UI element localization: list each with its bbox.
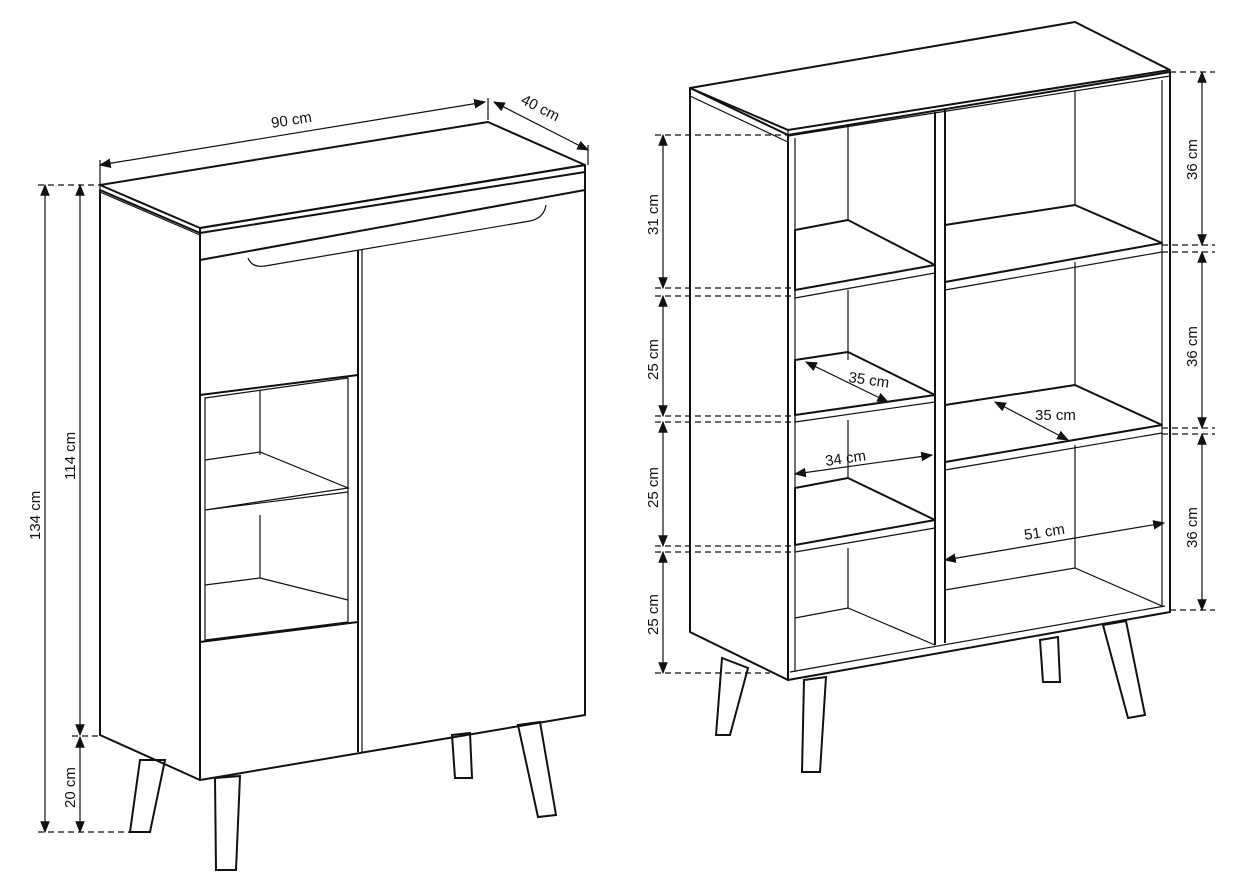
leg — [516, 720, 558, 819]
depth-label: 40 cm — [518, 91, 562, 125]
shelf-dimensions: 31 cm 25 cm 25 cm 25 cm 36 cm 36 cm 36 c… — [645, 70, 1215, 675]
open-bookshelf — [689, 21, 1171, 773]
leg — [213, 774, 242, 871]
depth-right-label: 35 cm — [1035, 407, 1076, 424]
right-height-label: 36 cm — [1184, 139, 1201, 180]
left-height-label: 25 cm — [645, 467, 662, 508]
leg — [1101, 619, 1147, 720]
width-label: 90 cm — [270, 109, 313, 132]
leg — [800, 675, 828, 773]
inner-width-right-label: 51 cm — [1023, 521, 1066, 544]
leg — [450, 731, 474, 779]
right-height-label: 36 cm — [1184, 326, 1201, 367]
leg-height-label: 20 cm — [62, 767, 79, 808]
left-height-label: 25 cm — [645, 339, 662, 380]
inner-width-left-label: 34 cm — [824, 447, 867, 470]
dimension-heights: 134 cm 114 cm 20 cm — [27, 183, 135, 834]
dimension-width: 90 cm — [98, 98, 489, 185]
leg — [1038, 635, 1062, 683]
left-height-label: 31 cm — [645, 194, 662, 235]
leg — [128, 759, 167, 833]
total-height-label: 134 cm — [27, 491, 44, 540]
leg — [714, 656, 750, 736]
sideboard-cabinet — [99, 121, 586, 871]
dimension-depth: 40 cm — [492, 91, 590, 165]
depth-left-label: 35 cm — [847, 369, 890, 392]
body-height-label: 114 cm — [62, 432, 79, 480]
right-height-label: 36 cm — [1184, 507, 1201, 548]
left-height-label: 25 cm — [645, 594, 662, 635]
